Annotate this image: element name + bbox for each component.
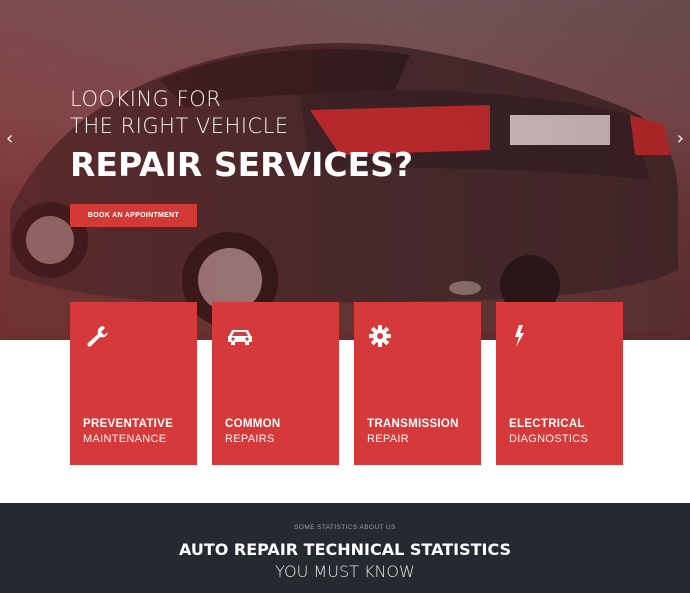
service-title: ELECTRICAL <box>509 418 585 430</box>
headline-line-1: LOOKING FOR <box>70 87 222 111</box>
hero-headline: LOOKING FOR THE RIGHT VEHICLE REPAIR SER… <box>70 86 413 187</box>
service-card-transmission-repair[interactable]: TRANSMISSION REPAIR <box>354 302 481 465</box>
statistics-section: SOME STATISTICS ABOUT US AUTO REPAIR TEC… <box>0 503 690 593</box>
service-card-common-repairs[interactable]: COMMON REPAIRS <box>212 302 339 465</box>
service-subtitle: REPAIRS <box>225 433 275 445</box>
service-title: TRANSMISSION <box>367 418 459 430</box>
service-subtitle: REPAIR <box>367 433 409 445</box>
slider-prev-arrow-icon[interactable]: ‹ <box>6 128 14 149</box>
statistics-eyebrow: SOME STATISTICS ABOUT US <box>294 524 396 531</box>
service-subtitle: DIAGNOSTICS <box>509 433 589 445</box>
car-icon <box>228 330 252 345</box>
statistics-subtitle: YOU MUST KNOW <box>275 562 415 581</box>
service-title: COMMON <box>225 418 281 430</box>
car-image <box>10 42 680 330</box>
service-card-electrical-diagnostics[interactable]: ELECTRICAL DIAGNOSTICS <box>496 302 623 465</box>
hero-overlay <box>0 0 690 340</box>
service-subtitle: MAINTENANCE <box>83 433 167 445</box>
slider-next-arrow-icon[interactable]: › <box>676 128 684 149</box>
lightning-icon <box>515 325 524 347</box>
headline-line-2: THE RIGHT VEHICLE <box>70 114 289 138</box>
wrench-icon <box>87 326 108 347</box>
service-card-preventative-maintenance[interactable]: PREVENTATIVE MAINTENANCE <box>70 302 197 465</box>
book-appointment-button[interactable]: BOOK AN APPOINTMENT <box>70 204 197 227</box>
service-cards: PREVENTATIVE MAINTENANCE COMMON REPAIRS <box>70 302 623 465</box>
service-title: PREVENTATIVE <box>83 418 174 430</box>
hero-banner: ‹ › LOOKING FOR THE RIGHT VEHICLE REPAIR… <box>0 0 690 340</box>
gear-icon <box>369 325 391 347</box>
statistics-title: AUTO REPAIR TECHNICAL STATISTICS <box>178 540 512 559</box>
headline-line-3: REPAIR SERVICES? <box>70 145 414 184</box>
